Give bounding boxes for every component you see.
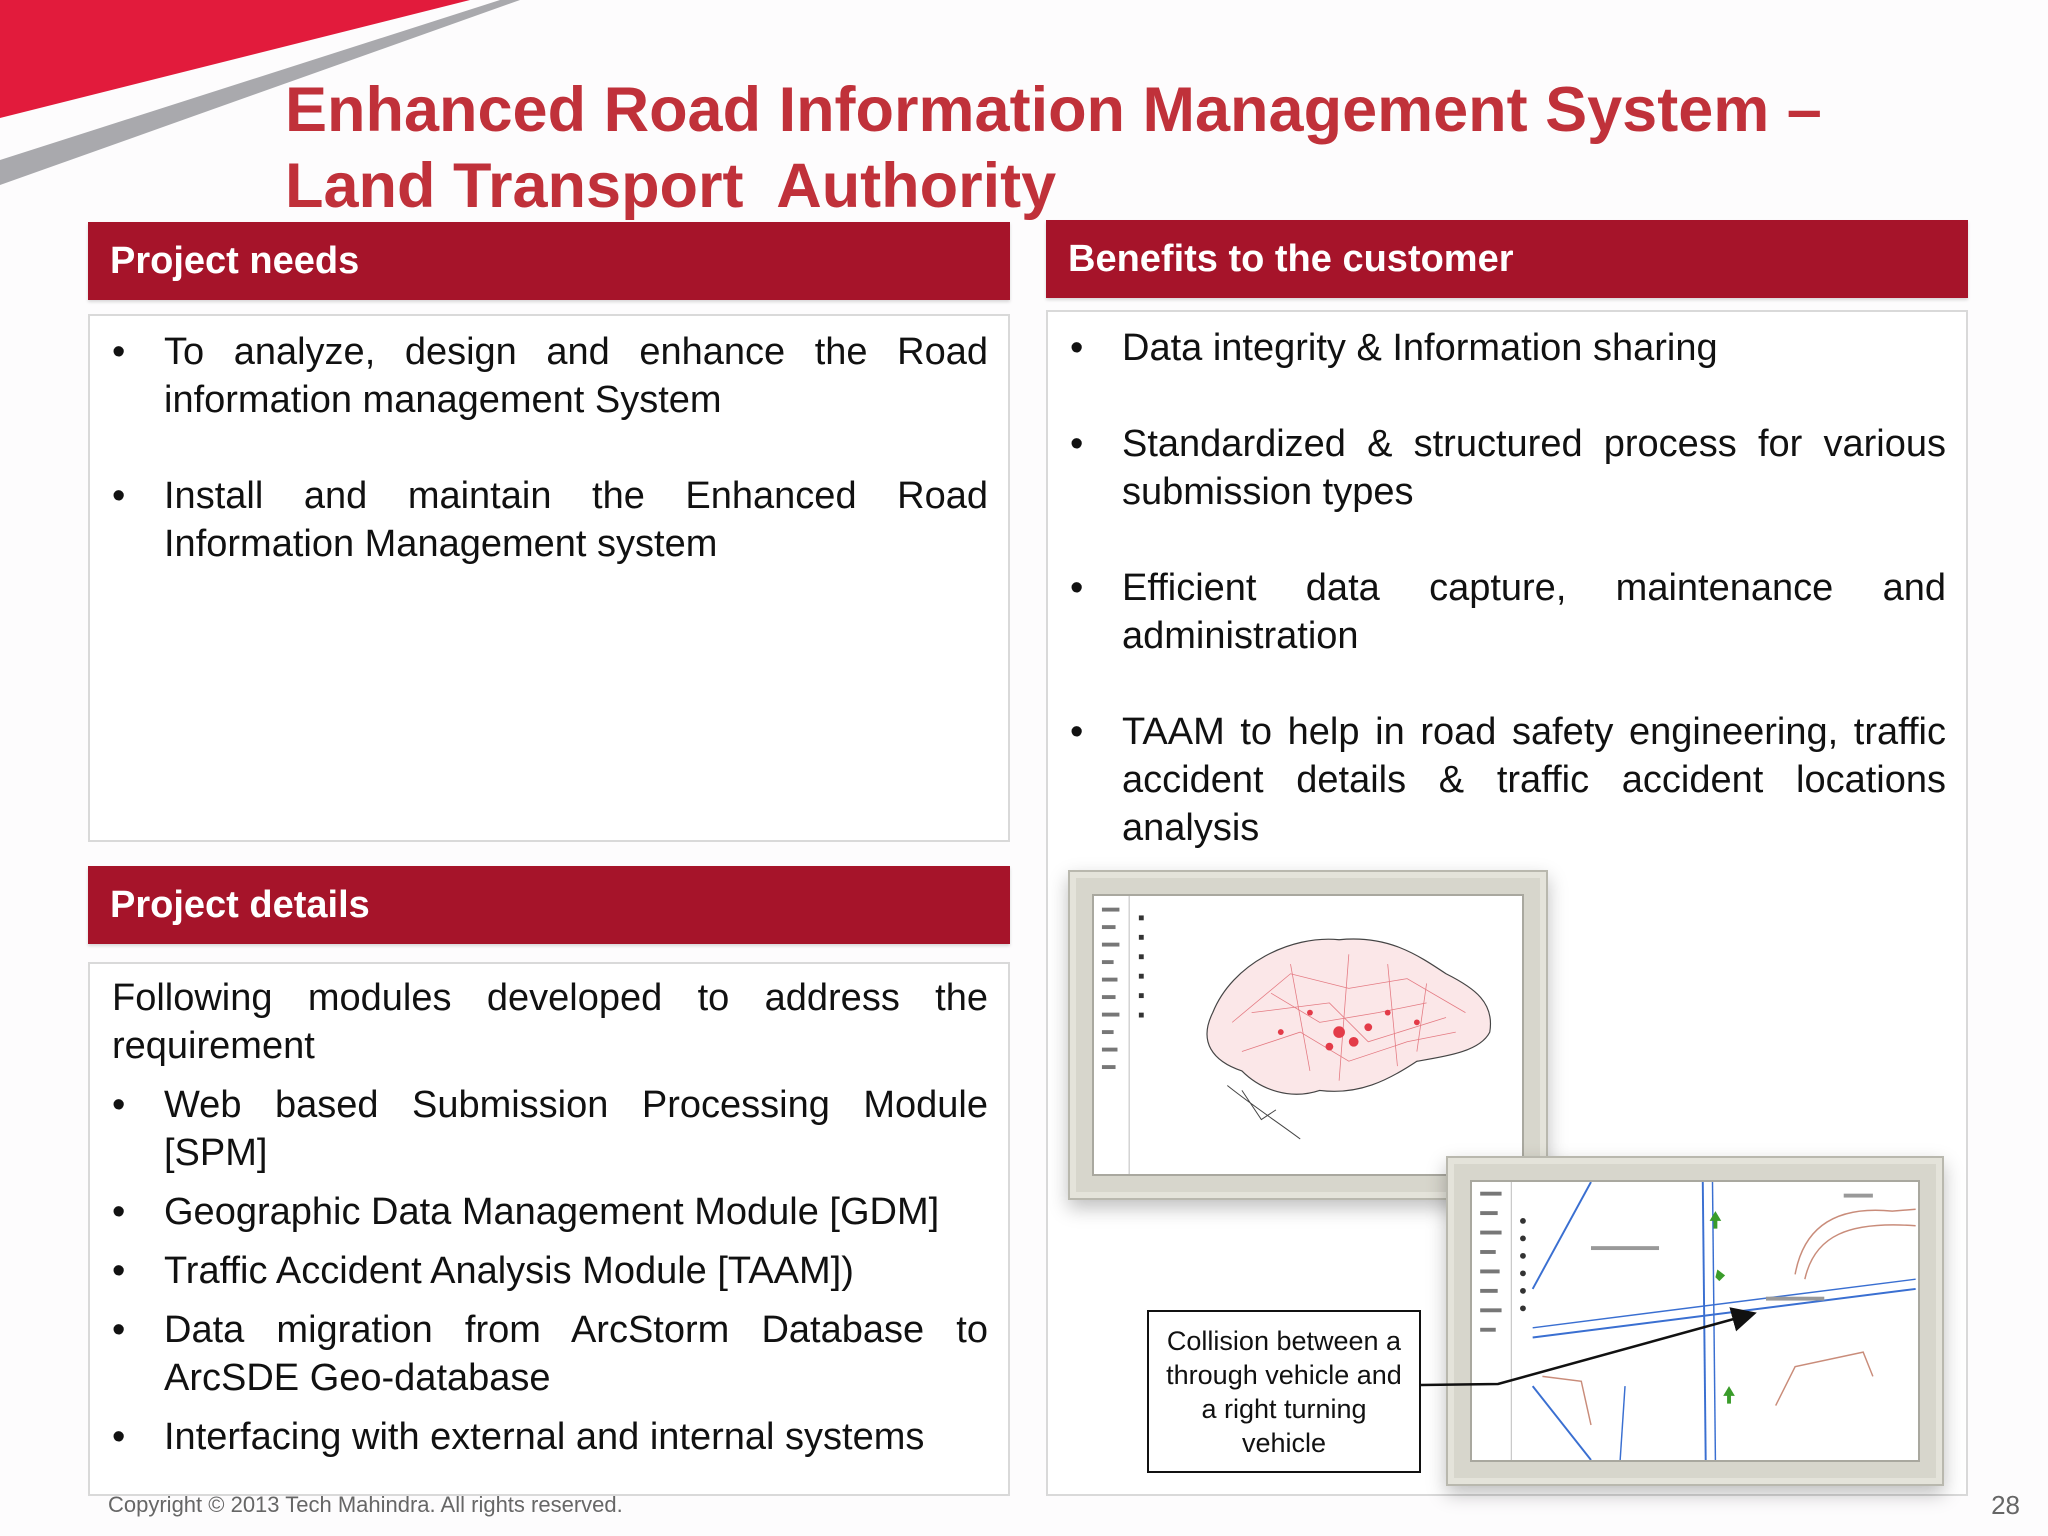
list-item: Traffic Accident Analysis Module [TAAM])	[112, 1247, 988, 1295]
list-item: Data migration from ArcStorm Database to…	[112, 1306, 988, 1402]
title-line-2: Land Transport Authority	[285, 151, 1057, 221]
benefits-list: Data integrity & Information sharing Sta…	[1070, 324, 1946, 852]
intersection-screenshot	[1470, 1180, 1920, 1462]
copyright-footer: Copyright © 2013 Tech Mahindra. All righ…	[108, 1492, 623, 1517]
singapore-map-image	[1096, 896, 1520, 1174]
map-screenshot-frame	[1068, 870, 1548, 1200]
project-needs-list: To analyze, design and enhance the Road …	[112, 328, 988, 568]
project-details-intro: Following modules developed to address t…	[112, 977, 988, 1067]
corner-decoration	[0, 0, 520, 185]
list-item: Web based Submission Processing Module […	[112, 1081, 988, 1177]
benefits-header: Benefits to the customer	[1046, 220, 1968, 298]
list-item: Efficient data capture, maintenance and …	[1070, 564, 1946, 660]
list-item: To analyze, design and enhance the Road …	[112, 328, 988, 424]
project-details-header: Project details	[88, 866, 1010, 944]
project-needs-heading: Project needs	[110, 239, 360, 282]
modules-list: Web based Submission Processing Module […	[112, 1081, 988, 1461]
list-item: Interfacing with external and internal s…	[112, 1413, 988, 1461]
project-details-heading: Project details	[110, 883, 370, 926]
list-item: Install and maintain the Enhanced Road I…	[112, 472, 988, 568]
intersection-screenshot-frame	[1446, 1156, 1944, 1486]
benefits-heading: Benefits to the customer	[1068, 237, 1514, 280]
project-needs-panel: To analyze, design and enhance the Road …	[88, 314, 1010, 842]
list-item: Geographic Data Management Module [GDM]	[112, 1188, 988, 1236]
collision-callout: Collision between a through vehicle and …	[1147, 1310, 1421, 1473]
project-details-panel: Following modules developed to address t…	[88, 962, 1010, 1496]
page-number: 28	[1991, 1490, 2020, 1520]
collision-callout-text: Collision between a through vehicle and …	[1166, 1325, 1402, 1458]
title-line-1: Enhanced Road Information Management Sys…	[285, 75, 1822, 145]
slide-title: Enhanced Road Information Management Sys…	[285, 72, 1905, 224]
accident-intersection-image	[1474, 1182, 1916, 1460]
list-item: Data integrity & Information sharing	[1070, 324, 1946, 372]
map-screenshot	[1092, 894, 1524, 1176]
project-needs-header: Project needs	[88, 222, 1010, 300]
list-item: Standardized & structured process for va…	[1070, 420, 1946, 516]
list-item: TAAM to help in road safety engineering,…	[1070, 708, 1946, 852]
